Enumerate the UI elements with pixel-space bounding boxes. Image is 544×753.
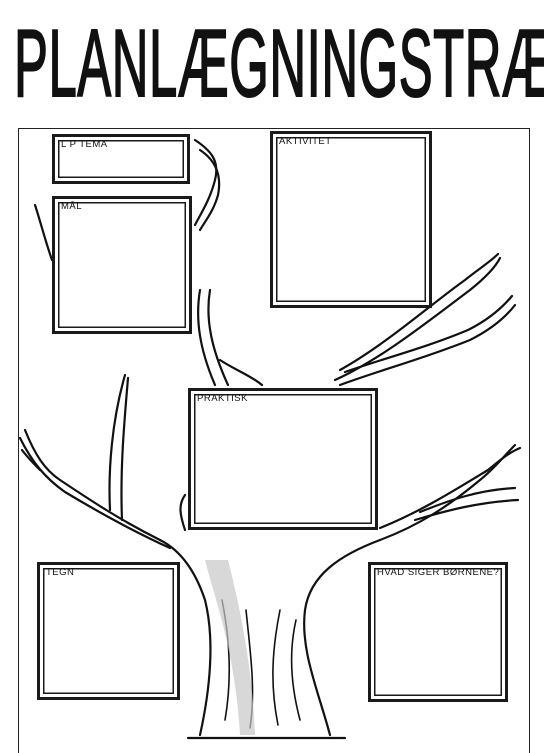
aktivitet-label: AKTIVITET [279, 136, 332, 147]
aktivitet-box[interactable]: AKTIVITET [270, 131, 432, 308]
lp-tema-box[interactable]: L P TEMA [52, 134, 190, 184]
tegn-label: TEGN [46, 567, 74, 578]
hvad-siger-boernene-label: HVAD SIGER BØRNENE? [377, 567, 499, 578]
hvad-siger-boernene-box[interactable]: HVAD SIGER BØRNENE? [368, 562, 508, 702]
lp-tema-label: L P TEMA [61, 139, 108, 150]
mal-box[interactable]: MÅL [52, 196, 192, 334]
praktisk-label: PRAKTISK [197, 393, 248, 404]
mal-label: MÅL [61, 201, 82, 212]
praktisk-box[interactable]: PRAKTISK [188, 388, 378, 530]
tegn-box[interactable]: TEGN [37, 562, 180, 700]
